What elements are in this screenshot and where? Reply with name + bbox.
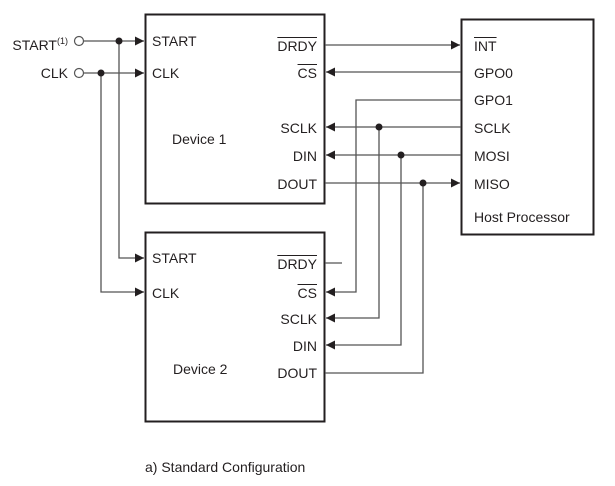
d1-clk-pin: CLK (152, 65, 180, 81)
start-footnote: (1) (57, 36, 68, 46)
d1-din-pin: DIN (292, 148, 317, 164)
clk-terminal (73, 67, 85, 79)
device2-name: Device 2 (173, 361, 228, 377)
d2-cs-pin: CS (297, 285, 317, 301)
device1-box (144, 13, 326, 205)
d1-sclk-pin: SCLK (280, 120, 317, 136)
start-text: START (12, 37, 57, 53)
clk-input-label: CLK (40, 65, 68, 81)
junction-miso (419, 179, 427, 187)
host-name: Host Processor (474, 209, 570, 225)
host-gpo1-pin: GPO1 (474, 92, 513, 108)
device1-name: Device 1 (172, 131, 227, 147)
wire-gpo1-cs2 (326, 99, 461, 297)
d2-dout-pin: DOUT (277, 365, 317, 381)
junction-clk (97, 69, 105, 77)
wire-dout2-miso (325, 183, 424, 374)
wire-sclk-d2 (326, 127, 380, 323)
start-input-label: START(1) (12, 33, 68, 53)
d1-cs-pin: CS (297, 65, 317, 81)
wire-start-d2 (118, 41, 144, 263)
host-sclk-pin: SCLK (474, 120, 511, 136)
d2-start-pin: START (152, 250, 197, 266)
host-int-pin: INT (474, 38, 497, 54)
d1-dout-pin: DOUT (277, 176, 317, 192)
d2-clk-pin: CLK (152, 285, 180, 301)
d2-drdy-pin: DRDY (277, 256, 317, 272)
host-miso-pin: MISO (474, 176, 510, 192)
wire-clk-d2 (100, 73, 144, 297)
figure-caption: a) Standard Configuration (145, 459, 306, 475)
host-mosi-pin: MOSI (474, 148, 510, 164)
junction-sclk (375, 123, 383, 131)
d2-sclk-pin: SCLK (280, 311, 317, 327)
junction-mosi (397, 151, 405, 159)
d1-drdy-pin: DRDY (277, 38, 317, 54)
device2-box (144, 231, 326, 423)
wire-mosi-d2 (326, 155, 402, 350)
start-terminal (73, 35, 85, 47)
d1-start-pin: START (152, 33, 197, 49)
d2-din-pin: DIN (292, 338, 317, 354)
host-box (460, 18, 595, 236)
junction-start (115, 37, 123, 45)
host-gpo0-pin: GPO0 (474, 65, 513, 81)
